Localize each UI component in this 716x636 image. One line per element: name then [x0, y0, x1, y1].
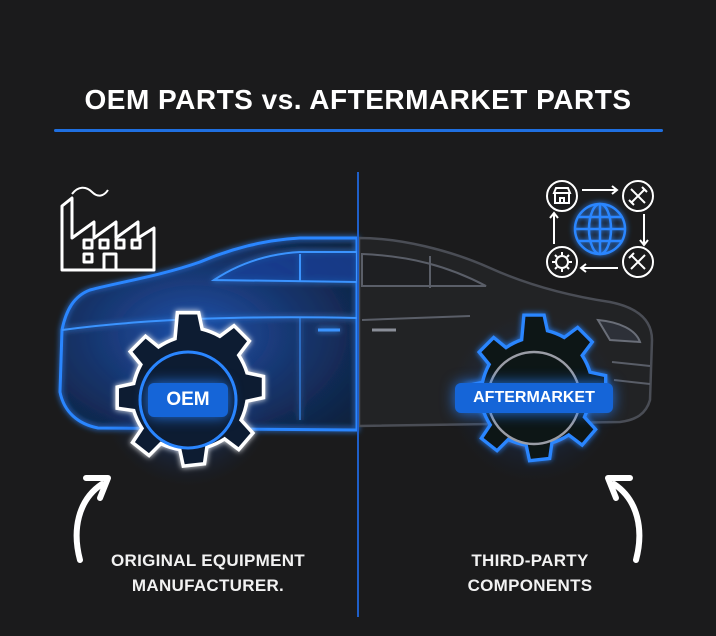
aftermarket-badge: AFTERMARKET: [455, 383, 613, 413]
wrench-screwdriver-icon: [622, 246, 654, 278]
oem-caption-line1: ORIGINAL EQUIPMENT: [111, 551, 305, 570]
oem-caption-line2: MANUFACTURER.: [131, 576, 285, 595]
right-arrow: [605, 475, 643, 563]
page-title: OEM PARTS vs. AFTERMARKET PARTS: [84, 84, 632, 115]
aftermarket-caption: THIRD-PARTY COMPONENTS: [420, 548, 640, 598]
aftermarket-caption-line2: COMPONENTS: [467, 576, 593, 595]
title-underline: [54, 129, 663, 132]
globe-icon: [573, 202, 627, 256]
cycle-arrows: [549, 185, 649, 273]
factory-icon: [60, 186, 156, 272]
oem-badge: OEM: [148, 383, 228, 417]
tools-icon: [622, 180, 654, 212]
supply-network-icons: [546, 180, 654, 278]
store-icon: [546, 180, 578, 212]
center-divider: [357, 172, 359, 617]
left-arrow: [73, 475, 111, 563]
gear-icon: [546, 246, 578, 278]
aftermarket-caption-line1: THIRD-PARTY: [471, 551, 589, 570]
oem-caption: ORIGINAL EQUIPMENT MANUFACTURER.: [78, 548, 338, 598]
